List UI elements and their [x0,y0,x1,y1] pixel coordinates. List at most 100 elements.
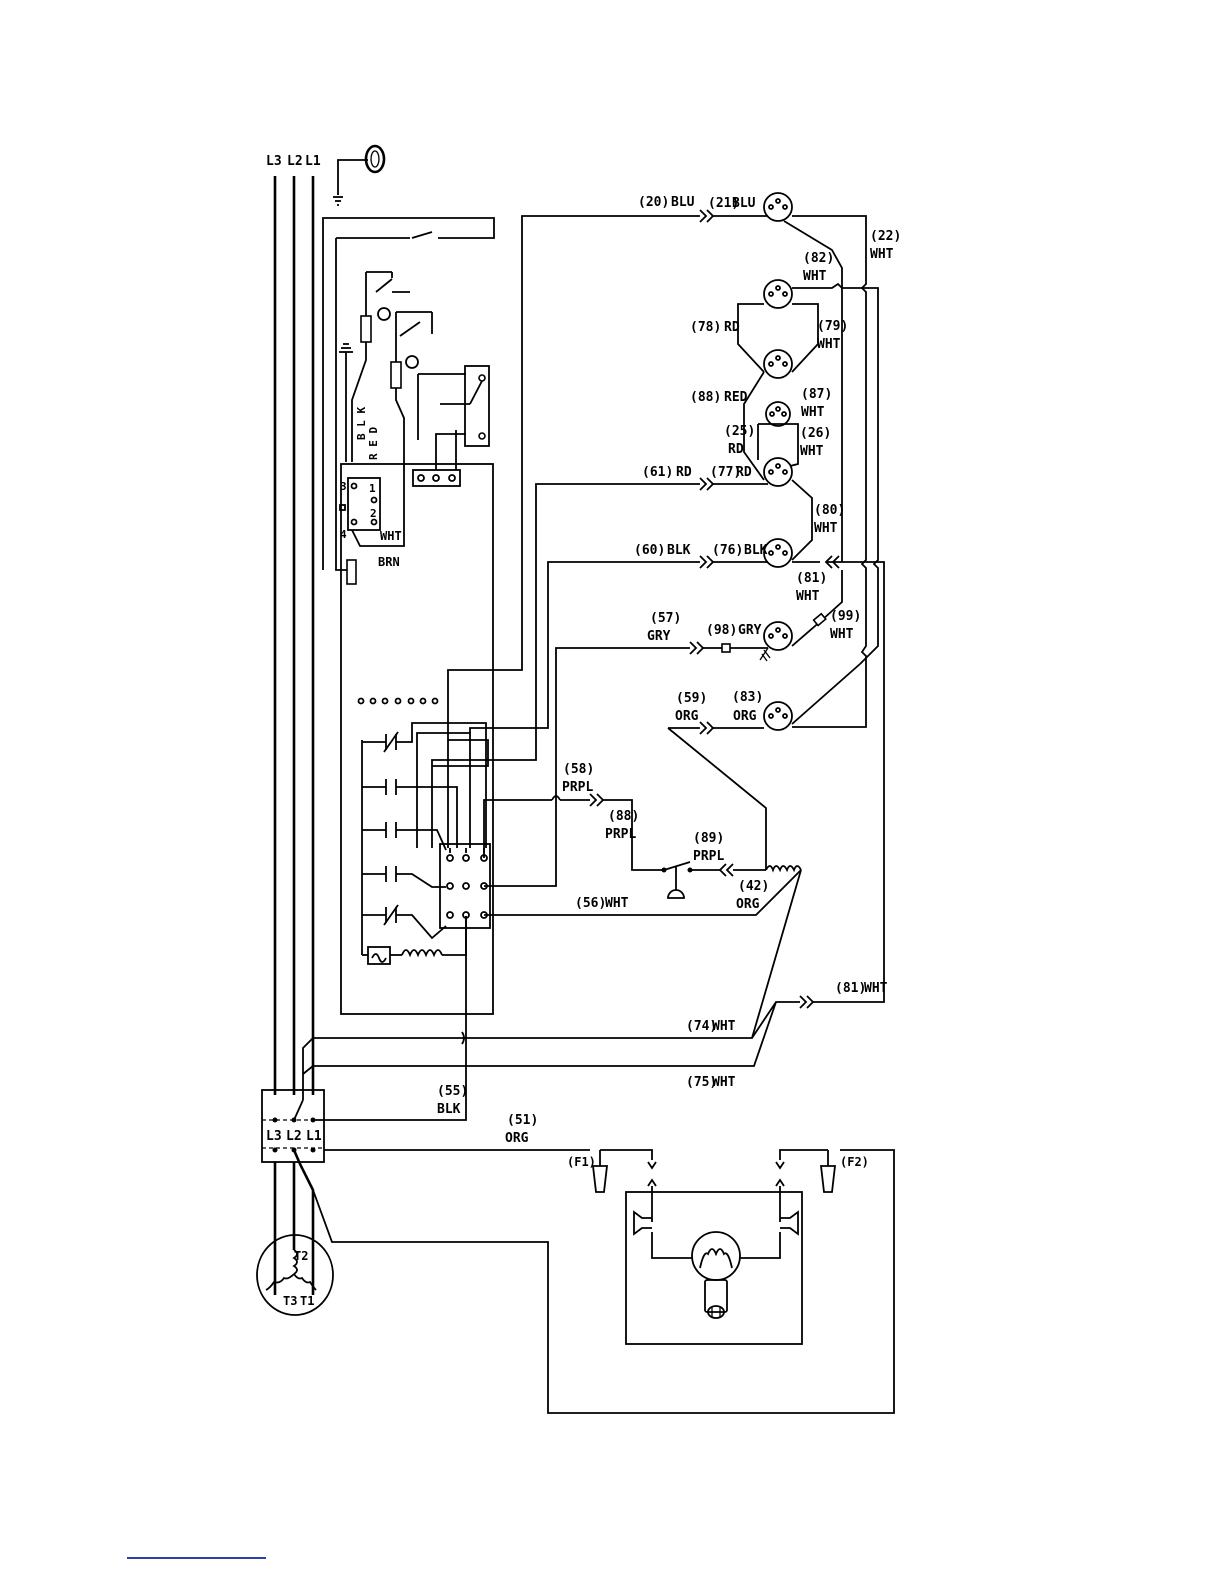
wire-78-color: RD [724,320,740,335]
wire-77-num: (77) [710,465,741,480]
panel-wires [302,209,885,1121]
wire-20-color: BLU [671,195,695,210]
wire-82-color: WHT [803,269,827,284]
wire-55-num: (55) [437,1084,468,1099]
wire-78-num: (78) [690,320,721,335]
contact-ladder [361,722,489,965]
wire-60-color: BLK [667,543,691,558]
wire-82-num: (82) [803,251,834,266]
wire-label-blk-vertical: B L K [355,407,368,440]
wire-74-color: WHT [712,1019,736,1034]
wire-61-color: RD [676,465,692,480]
fan-assembly: (F1) (F2) [324,1149,869,1345]
wire-77-color: RD [736,465,752,480]
wire-56-color: WHT [605,896,629,911]
connector-f1-label: (F1) [567,1155,596,1169]
element-wiring [668,215,879,735]
wire-88p-num: (88) [608,809,639,824]
wire-75-color: WHT [712,1075,736,1090]
wire-89-num: (89) [693,831,724,846]
wire-21-color: BLU [732,196,756,211]
footer-rule [127,1557,266,1559]
element-83 [763,701,793,731]
wire-26-color: WHT [800,444,824,459]
contactor-l2: L2 [286,1129,302,1144]
supply-label-l1: L1 [305,154,321,169]
motor: T2 T3 T1 [256,1149,895,1414]
motor-t1: T1 [300,1294,314,1308]
wire-56-num: (56) [575,896,606,911]
wire-79-num: (79) [817,319,848,334]
supply-lines [273,176,315,1095]
supply-terminal-labels: L3 L2 L1 [266,154,321,169]
element-77 [763,457,793,487]
wire-59-color: ORG [675,709,699,724]
wire-57-num: (57) [650,611,681,626]
wire-51-color: ORG [505,1131,529,1146]
wire-60-num: (60) [634,543,665,558]
wire-76-color: BLK [744,543,768,558]
wire-74-num: (74) [686,1019,717,1034]
wire-42-color: ORG [736,897,760,912]
wire-label-red-vertical: R E D [367,427,380,460]
element-21 [763,192,793,222]
timer-contact-2: 2 [370,507,377,520]
element-87 [765,401,791,427]
wire-57-color: GRY [647,629,671,644]
connector-f2-label: (F2) [840,1155,869,1169]
timer-contact-4: 4 [340,528,347,541]
wire-98-color: GRY [738,623,762,638]
wire-81-color: WHT [796,589,820,604]
wire-88p-color: PRPL [605,827,636,842]
contactor-l1: L1 [306,1129,322,1144]
wire-89-color: PRPL [693,849,724,864]
wire-42-num: (42) [738,879,769,894]
terminal-board [439,843,491,929]
wire-58-color: PRPL [562,780,593,795]
control-panel-outline [340,463,494,1015]
wire-22-num: (22) [870,229,901,244]
wire-51-num: (51) [507,1113,538,1128]
wire-80-color: WHT [814,521,838,536]
wire-61-num: (61) [642,465,673,480]
wire-59-num: (59) [676,691,707,706]
element-98 [759,621,793,662]
wire-label-brn: BRN [378,555,400,569]
ground-symbol [333,144,386,206]
wire-88-color: RED [724,390,748,405]
wire-58-num: (58) [563,762,594,777]
wire-81b-num: (81) [835,981,866,996]
wire-80-num: (80) [814,503,845,518]
wire-21-num: (21) [708,196,739,211]
element-76 [763,538,793,568]
contactor: L3 L2 L1 [261,1089,325,1163]
wire-26-num: (26) [800,426,831,441]
relay-device [412,365,490,487]
wire-87-num: (87) [801,387,832,402]
wire-87-color: WHT [801,405,825,420]
supply-label-l3: L3 [266,154,282,169]
wire-83-color: ORG [733,709,757,724]
wire-labels: (20) BLU (21) BLU (22) WHT (82) WHT (78)… [437,195,901,1146]
contactor-l3: L3 [266,1129,282,1144]
wire-79-color: WHT [817,337,841,352]
wire-22-color: WHT [870,247,894,262]
wire-88-num: (88) [690,390,721,405]
indicator-dots [357,697,439,705]
wire-81b-color: WHT [864,981,888,996]
wire-25-num: (25) [724,424,755,439]
wire-83-num: (83) [732,690,763,705]
wire-99-num: (99) [830,609,861,624]
wire-label-wht-timer: WHT [380,529,402,543]
wire-55-color: BLK [437,1102,461,1117]
wire-20-num: (20) [638,195,669,210]
timer-contact-3: 3 [340,480,347,493]
element-78 [763,349,793,379]
motor-t3: T3 [283,1294,297,1308]
heater-elements [759,192,793,731]
timer-contact-1: 1 [369,482,376,495]
supply-label-l2: L2 [287,154,303,169]
wire-99-color: WHT [830,627,854,642]
wire-81-num: (81) [796,571,827,586]
